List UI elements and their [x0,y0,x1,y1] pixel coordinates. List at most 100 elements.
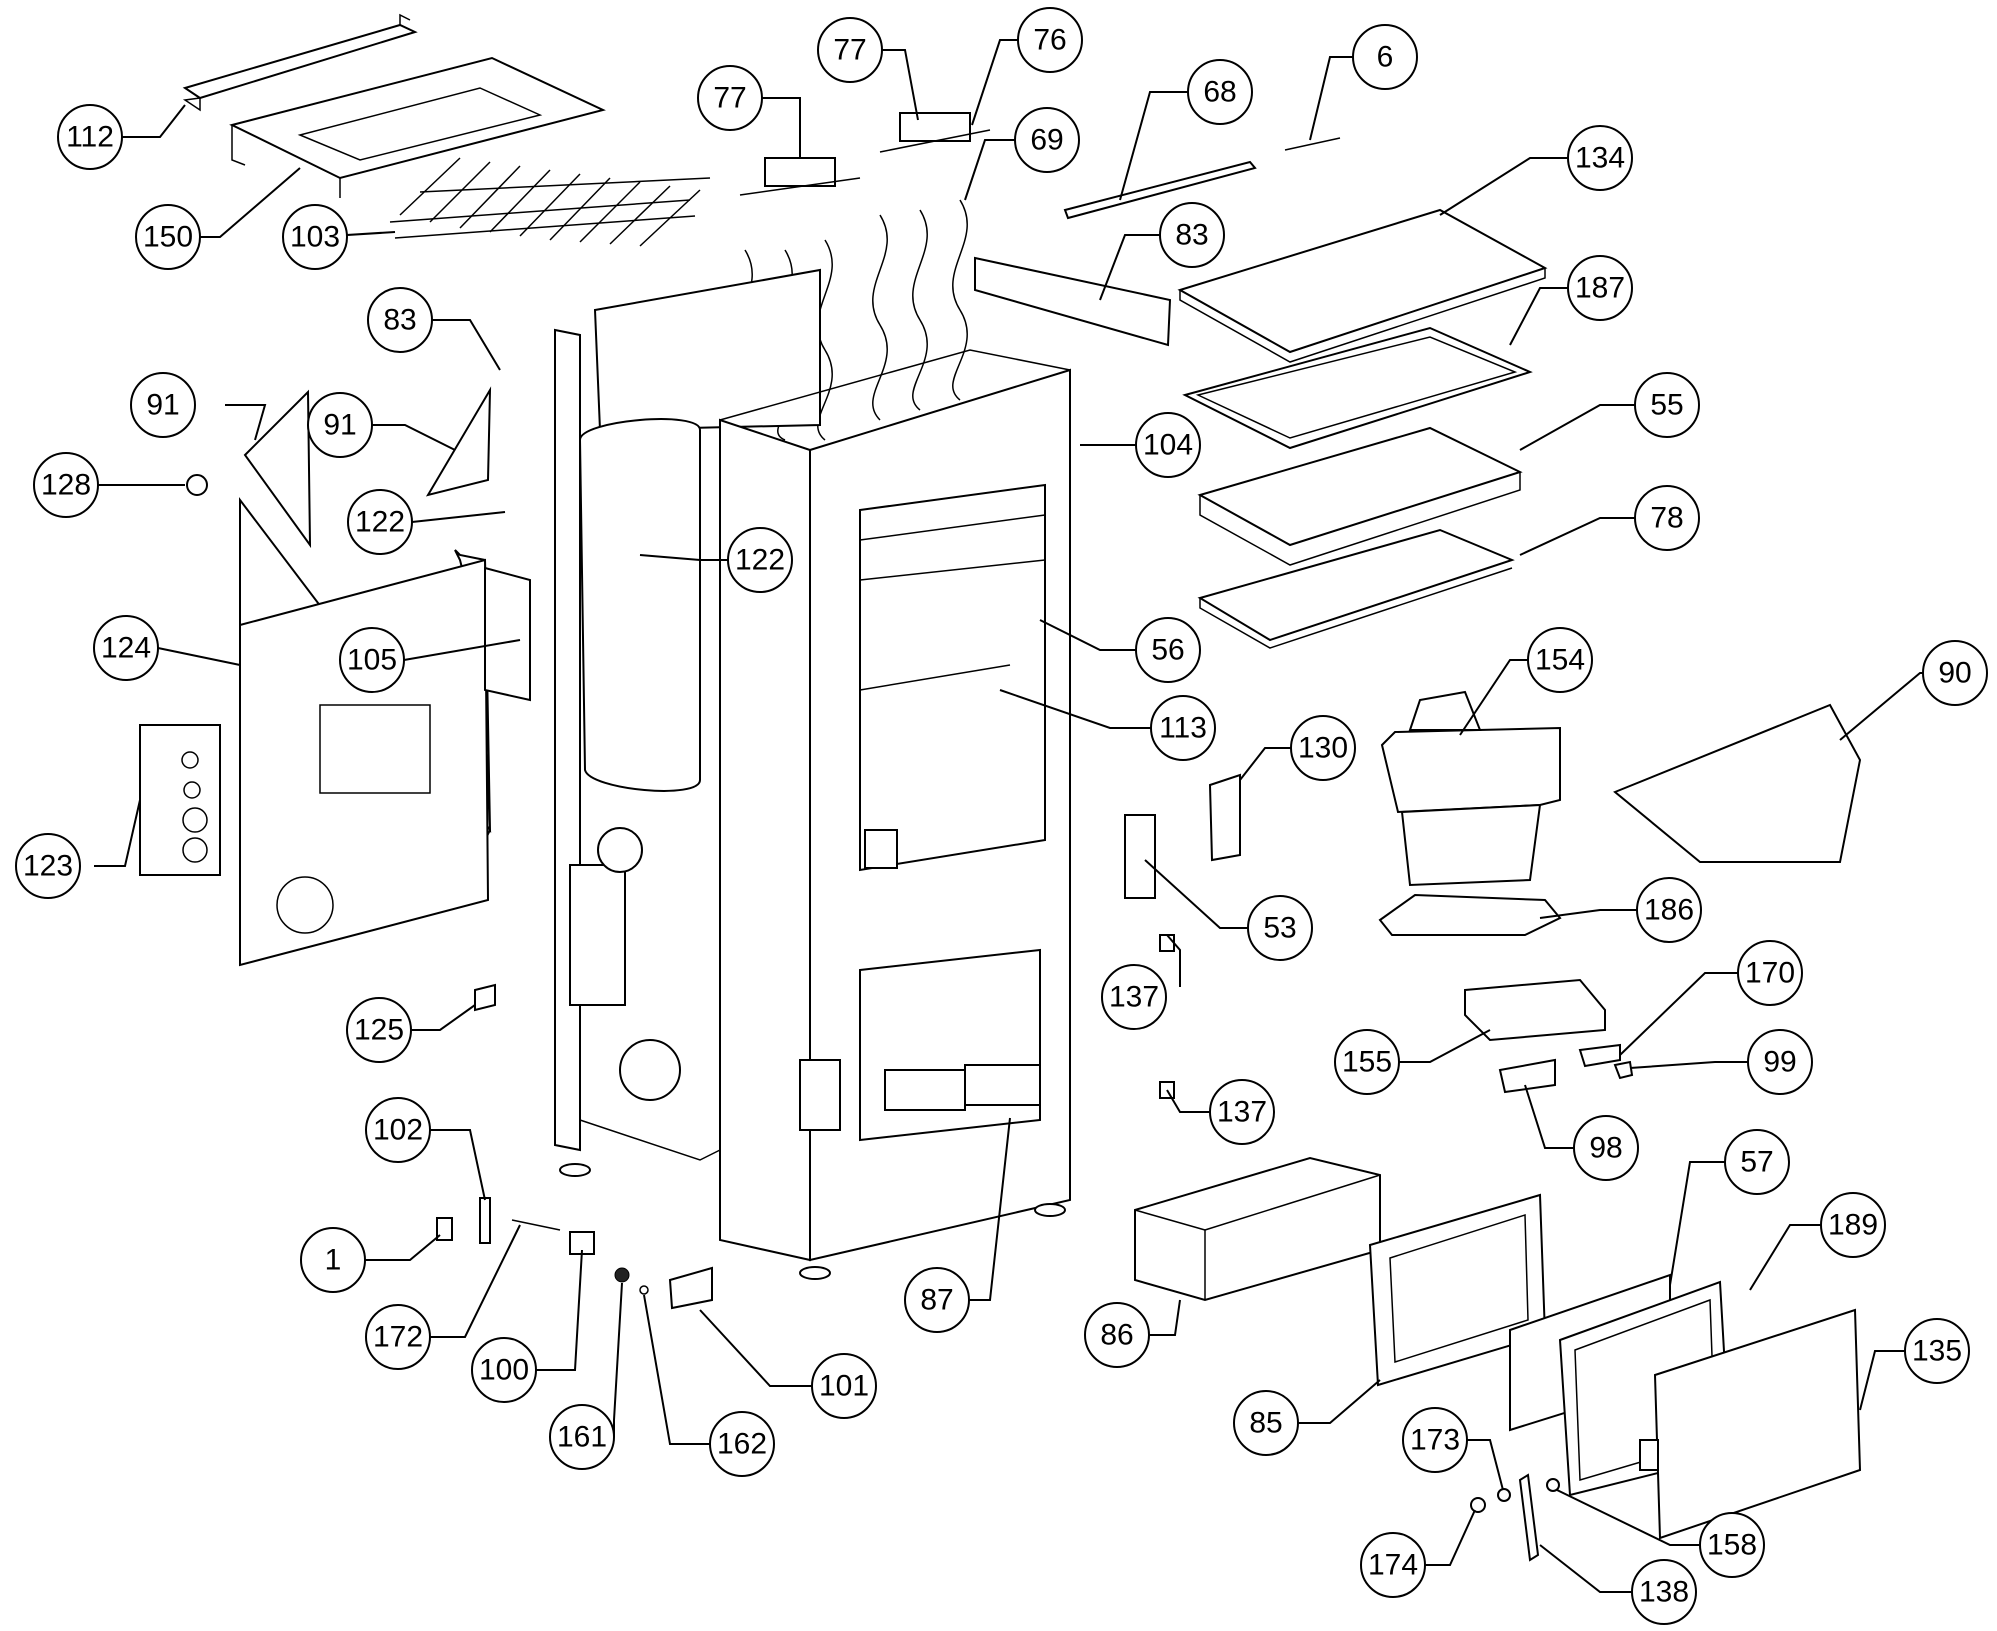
top-rail-part [182,13,418,112]
bracket-91-left-part [243,389,312,549]
svg-text:112: 112 [66,121,114,154]
svg-text:1: 1 [325,1244,342,1277]
callout-134: 134 [1567,125,1633,191]
callout-101: 101 [811,1353,877,1419]
callout-76: 76 [1017,7,1083,73]
callout-137-top: 137 [1101,964,1167,1030]
svg-text:78: 78 [1650,502,1683,535]
callout-189: 189 [1820,1192,1886,1258]
svg-text:161: 161 [557,1421,607,1454]
svg-text:122: 122 [735,544,785,577]
callout-102: 102 [365,1097,431,1163]
callout-155: 155 [1334,1029,1400,1095]
callout-85: 85 [1233,1390,1299,1456]
svg-text:128: 128 [41,469,91,502]
callout-186: 186 [1636,877,1702,943]
svg-text:172: 172 [373,1321,423,1354]
callout-162: 162 [709,1411,775,1477]
callouts: 112 150 103 77 77 76 69 68 6 134 83 187 … [15,7,1988,1625]
svg-text:77: 77 [833,34,866,67]
parts-right [1124,690,1862,1099]
plate-123-part [139,724,221,876]
svg-text:100: 100 [479,1354,529,1387]
svg-text:150: 150 [143,221,193,254]
callout-83-right: 83 [1159,202,1225,268]
svg-text:101: 101 [819,1370,869,1403]
top-cover-part [229,56,606,198]
gasket-part [1182,326,1533,450]
callout-87: 87 [904,1267,970,1333]
callout-68: 68 [1187,59,1253,125]
plate-155-part [1464,978,1606,1042]
callout-6: 6 [1352,24,1418,90]
svg-text:98: 98 [1589,1132,1622,1165]
svg-text:102: 102 [373,1114,423,1147]
callout-56: 56 [1135,617,1201,683]
parts-artwork [139,13,1862,1562]
svg-text:69: 69 [1030,124,1063,157]
flange-105-part [484,566,531,702]
callout-98: 98 [1573,1115,1639,1181]
svg-text:122: 122 [355,506,405,539]
svg-text:154: 154 [1535,644,1585,677]
callout-154: 154 [1527,627,1593,693]
svg-text:137: 137 [1109,981,1159,1014]
svg-text:6: 6 [1377,41,1394,74]
svg-text:77: 77 [713,82,746,115]
bracket-98-part [1498,1058,1556,1094]
callout-161: 161 [549,1404,615,1470]
svg-text:130: 130 [1298,732,1348,765]
callout-69: 69 [1014,107,1080,173]
hinge-parts [739,112,991,196]
svg-text:124: 124 [101,632,151,665]
callout-53: 53 [1247,895,1313,961]
svg-text:91: 91 [323,409,356,442]
callout-78: 78 [1634,485,1700,551]
svg-text:189: 189 [1828,1209,1878,1242]
small-parts-left [436,1197,713,1310]
callout-100: 100 [471,1337,537,1403]
burner-pot-part [1380,726,1561,814]
callout-90: 90 [1922,640,1988,706]
svg-text:90: 90 [1938,657,1971,690]
callout-1: 1 [300,1227,366,1293]
svg-text:103: 103 [290,221,340,254]
svg-text:113: 113 [1159,712,1207,745]
callout-112: 112 [57,104,123,170]
gasket-125-part [474,983,496,1012]
svg-text:170: 170 [1745,957,1795,990]
callout-174: 174 [1360,1532,1426,1598]
svg-text:187: 187 [1575,272,1625,305]
svg-text:83: 83 [383,304,416,337]
svg-text:186: 186 [1644,894,1694,927]
svg-text:56: 56 [1151,634,1184,667]
main-body-part [554,268,1071,1280]
callout-57: 57 [1724,1129,1790,1195]
svg-text:158: 158 [1707,1529,1757,1562]
svg-text:55: 55 [1650,389,1683,422]
svg-text:134: 134 [1575,142,1625,175]
door-assembly-part [1368,1193,1862,1540]
rod-parts [1063,137,1341,220]
callout-172: 172 [365,1304,431,1370]
svg-text:125: 125 [354,1014,404,1047]
callout-187: 187 [1567,255,1633,321]
svg-text:105: 105 [347,644,397,677]
deflector-90-part [1613,703,1862,863]
rail-right-part [974,256,1172,347]
callout-91-left: 91 [130,372,196,438]
svg-text:137: 137 [1217,1096,1267,1129]
callout-128: 128 [33,452,99,518]
svg-text:174: 174 [1368,1549,1418,1582]
callout-124: 124 [93,615,159,681]
callout-77a: 77 [697,65,763,131]
svg-text:91: 91 [146,389,179,422]
callout-137-bottom: 137 [1209,1079,1275,1145]
callout-122-center: 122 [727,527,793,593]
svg-text:123: 123 [23,850,73,883]
svg-text:162: 162 [717,1428,767,1461]
svg-text:83: 83 [1175,219,1208,252]
callout-170: 170 [1737,940,1803,1006]
callout-103: 103 [282,204,348,270]
